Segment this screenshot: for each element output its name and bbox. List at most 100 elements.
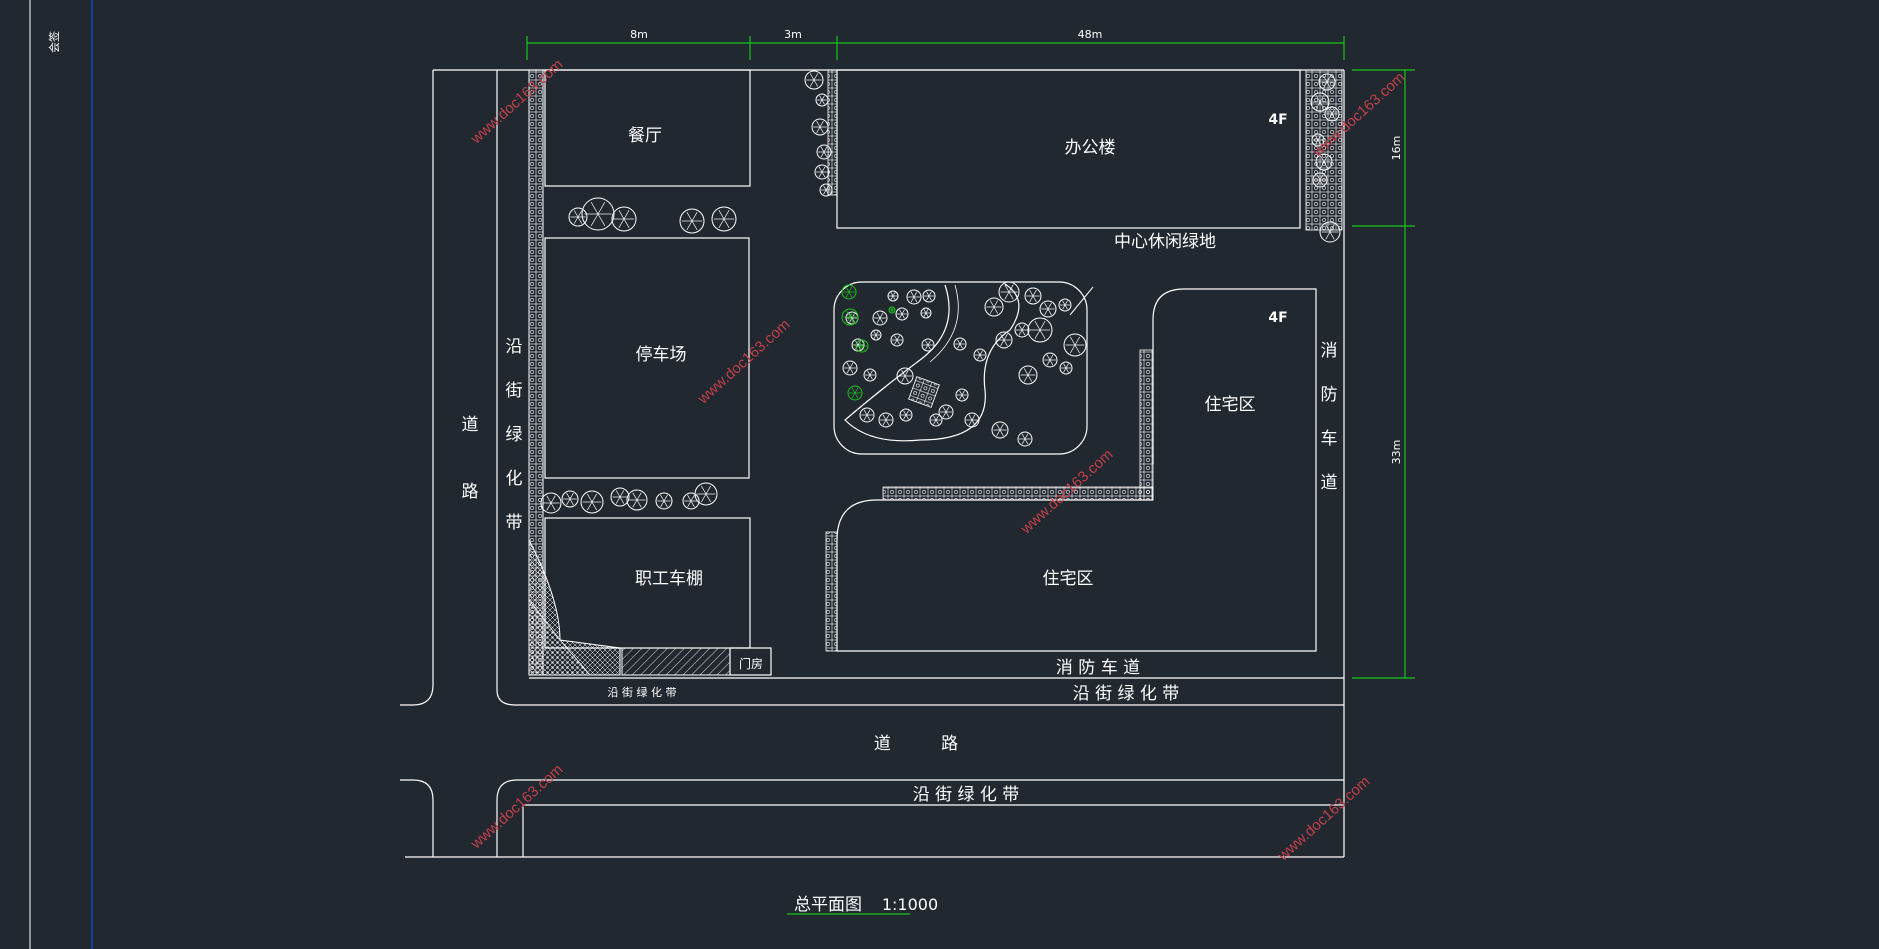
green-belt-vertical-char: 化 [506, 469, 523, 489]
tree-icon [682, 492, 700, 510]
drawing-scale: 1:1000 [882, 895, 938, 914]
dimension-lines [526, 36, 1415, 915]
residential-upper-floors-label: 4F [1268, 310, 1287, 326]
tree-icon [1027, 317, 1053, 343]
tree-icon [1018, 365, 1038, 385]
green-belt-vertical-char: 街 [506, 381, 523, 401]
tree-icon [859, 407, 875, 423]
tree-icon [921, 338, 935, 352]
paving-pattern-icon [882, 486, 1154, 501]
tree-icon [842, 360, 858, 376]
shrub-icon [841, 308, 859, 326]
tree-icon [1042, 352, 1058, 368]
fire-lane-right-char: 防 [1321, 385, 1338, 405]
tree-icon [819, 183, 833, 197]
tree-icon [611, 206, 637, 232]
watermark-text: www.doc163.com [1274, 773, 1373, 865]
residential-lower-label: 住宅区 [1043, 569, 1094, 589]
central-green-area[interactable] [833, 281, 1088, 455]
tree-icon [955, 388, 969, 402]
watermark-text: www.doc163.com [467, 761, 566, 853]
tree-icon [863, 368, 877, 382]
central-green-label: 中心休闲绿地 [1114, 232, 1216, 252]
residential-upper-label: 住宅区 [1205, 395, 1256, 415]
tree-icon [561, 490, 579, 508]
tree-icon [895, 307, 909, 321]
tree-icon [1058, 298, 1072, 312]
office-floors-label: 4F [1268, 112, 1287, 128]
parking-lot[interactable] [544, 237, 750, 479]
road-left-label-2: 路 [462, 482, 479, 502]
gatehouse-building[interactable] [729, 647, 772, 676]
restaurant-building[interactable] [544, 69, 751, 187]
tree-icon [804, 70, 824, 90]
paving-pattern-icon [1139, 349, 1154, 501]
tree-icon [540, 492, 562, 514]
dim-top-3: 48m [1078, 28, 1103, 41]
tree-icon [872, 310, 888, 326]
tree-icon [906, 289, 922, 305]
bike-shed-label: 职工车棚 [635, 569, 703, 589]
hatch-pattern-icon [528, 598, 591, 676]
dim-top-1: 8m [630, 28, 648, 41]
tree-icon [581, 197, 615, 231]
tree-icon [1311, 133, 1325, 147]
tree-icon [811, 118, 829, 136]
tree-group [540, 70, 1341, 514]
shrub-icon [855, 339, 869, 353]
restaurant-label: 餐厅 [628, 126, 662, 146]
watermark-text: www.doc163.com [694, 316, 793, 408]
tree-icon [953, 337, 967, 351]
tree-icon [938, 404, 954, 420]
tree-icon [568, 207, 588, 227]
tree-icon [814, 164, 830, 180]
tree-icon [1315, 153, 1333, 171]
green-belt-small-label: 沿 街 绿 化 带 [608, 685, 677, 699]
tree-icon [694, 482, 718, 506]
tree-icon [711, 206, 737, 232]
tree-icon [1014, 322, 1030, 338]
drawing-title: 总平面图 [794, 895, 862, 915]
office-label: 办公楼 [1065, 138, 1116, 158]
tree-icon [610, 487, 630, 507]
residential-upper[interactable] [836, 288, 1317, 652]
tree-icon [626, 489, 648, 511]
tree-icon [870, 329, 882, 341]
tree-icon [1017, 431, 1033, 447]
tree-icon [1324, 106, 1340, 122]
tree-icon [580, 490, 604, 514]
hatch-pattern-icon [621, 647, 731, 676]
tree-icon [816, 144, 832, 160]
leader-line [1069, 286, 1094, 316]
tree-icon [1318, 73, 1336, 91]
fire-lane-right-char: 车 [1321, 429, 1338, 449]
dim-right-1: 16m [1390, 136, 1403, 161]
fire-lane-right-char: 道 [1321, 473, 1338, 493]
tree-icon [991, 421, 1009, 439]
gatehouse-label: 门房 [739, 656, 763, 671]
green-belt-vertical-char: 绿 [506, 425, 523, 445]
tree-icon [1059, 361, 1073, 375]
bike-shed-building[interactable] [544, 517, 751, 649]
tree-icon [920, 307, 932, 319]
tree-icon [929, 413, 943, 427]
tree-icon [1039, 300, 1057, 318]
road-left-label-1: 道 [462, 415, 479, 435]
tree-icon [899, 408, 913, 422]
tree-icon [984, 297, 1004, 317]
shrub-icon [841, 284, 857, 300]
green-belt-vertical-char: 带 [506, 513, 523, 533]
green-belt-vertical-char: 沿 [506, 337, 523, 357]
fire-lane-bottom-label: 消 防 车 道 [1056, 658, 1140, 678]
tree-icon [1312, 172, 1328, 188]
road-bottom-label: 道 路 [874, 734, 958, 754]
tree-icon [679, 208, 705, 234]
dim-right-2: 33m [1390, 440, 1403, 465]
tree-icon [890, 333, 904, 347]
paving-pattern-icon [908, 376, 940, 408]
tree-icon [973, 348, 987, 362]
tree-icon [998, 281, 1020, 303]
